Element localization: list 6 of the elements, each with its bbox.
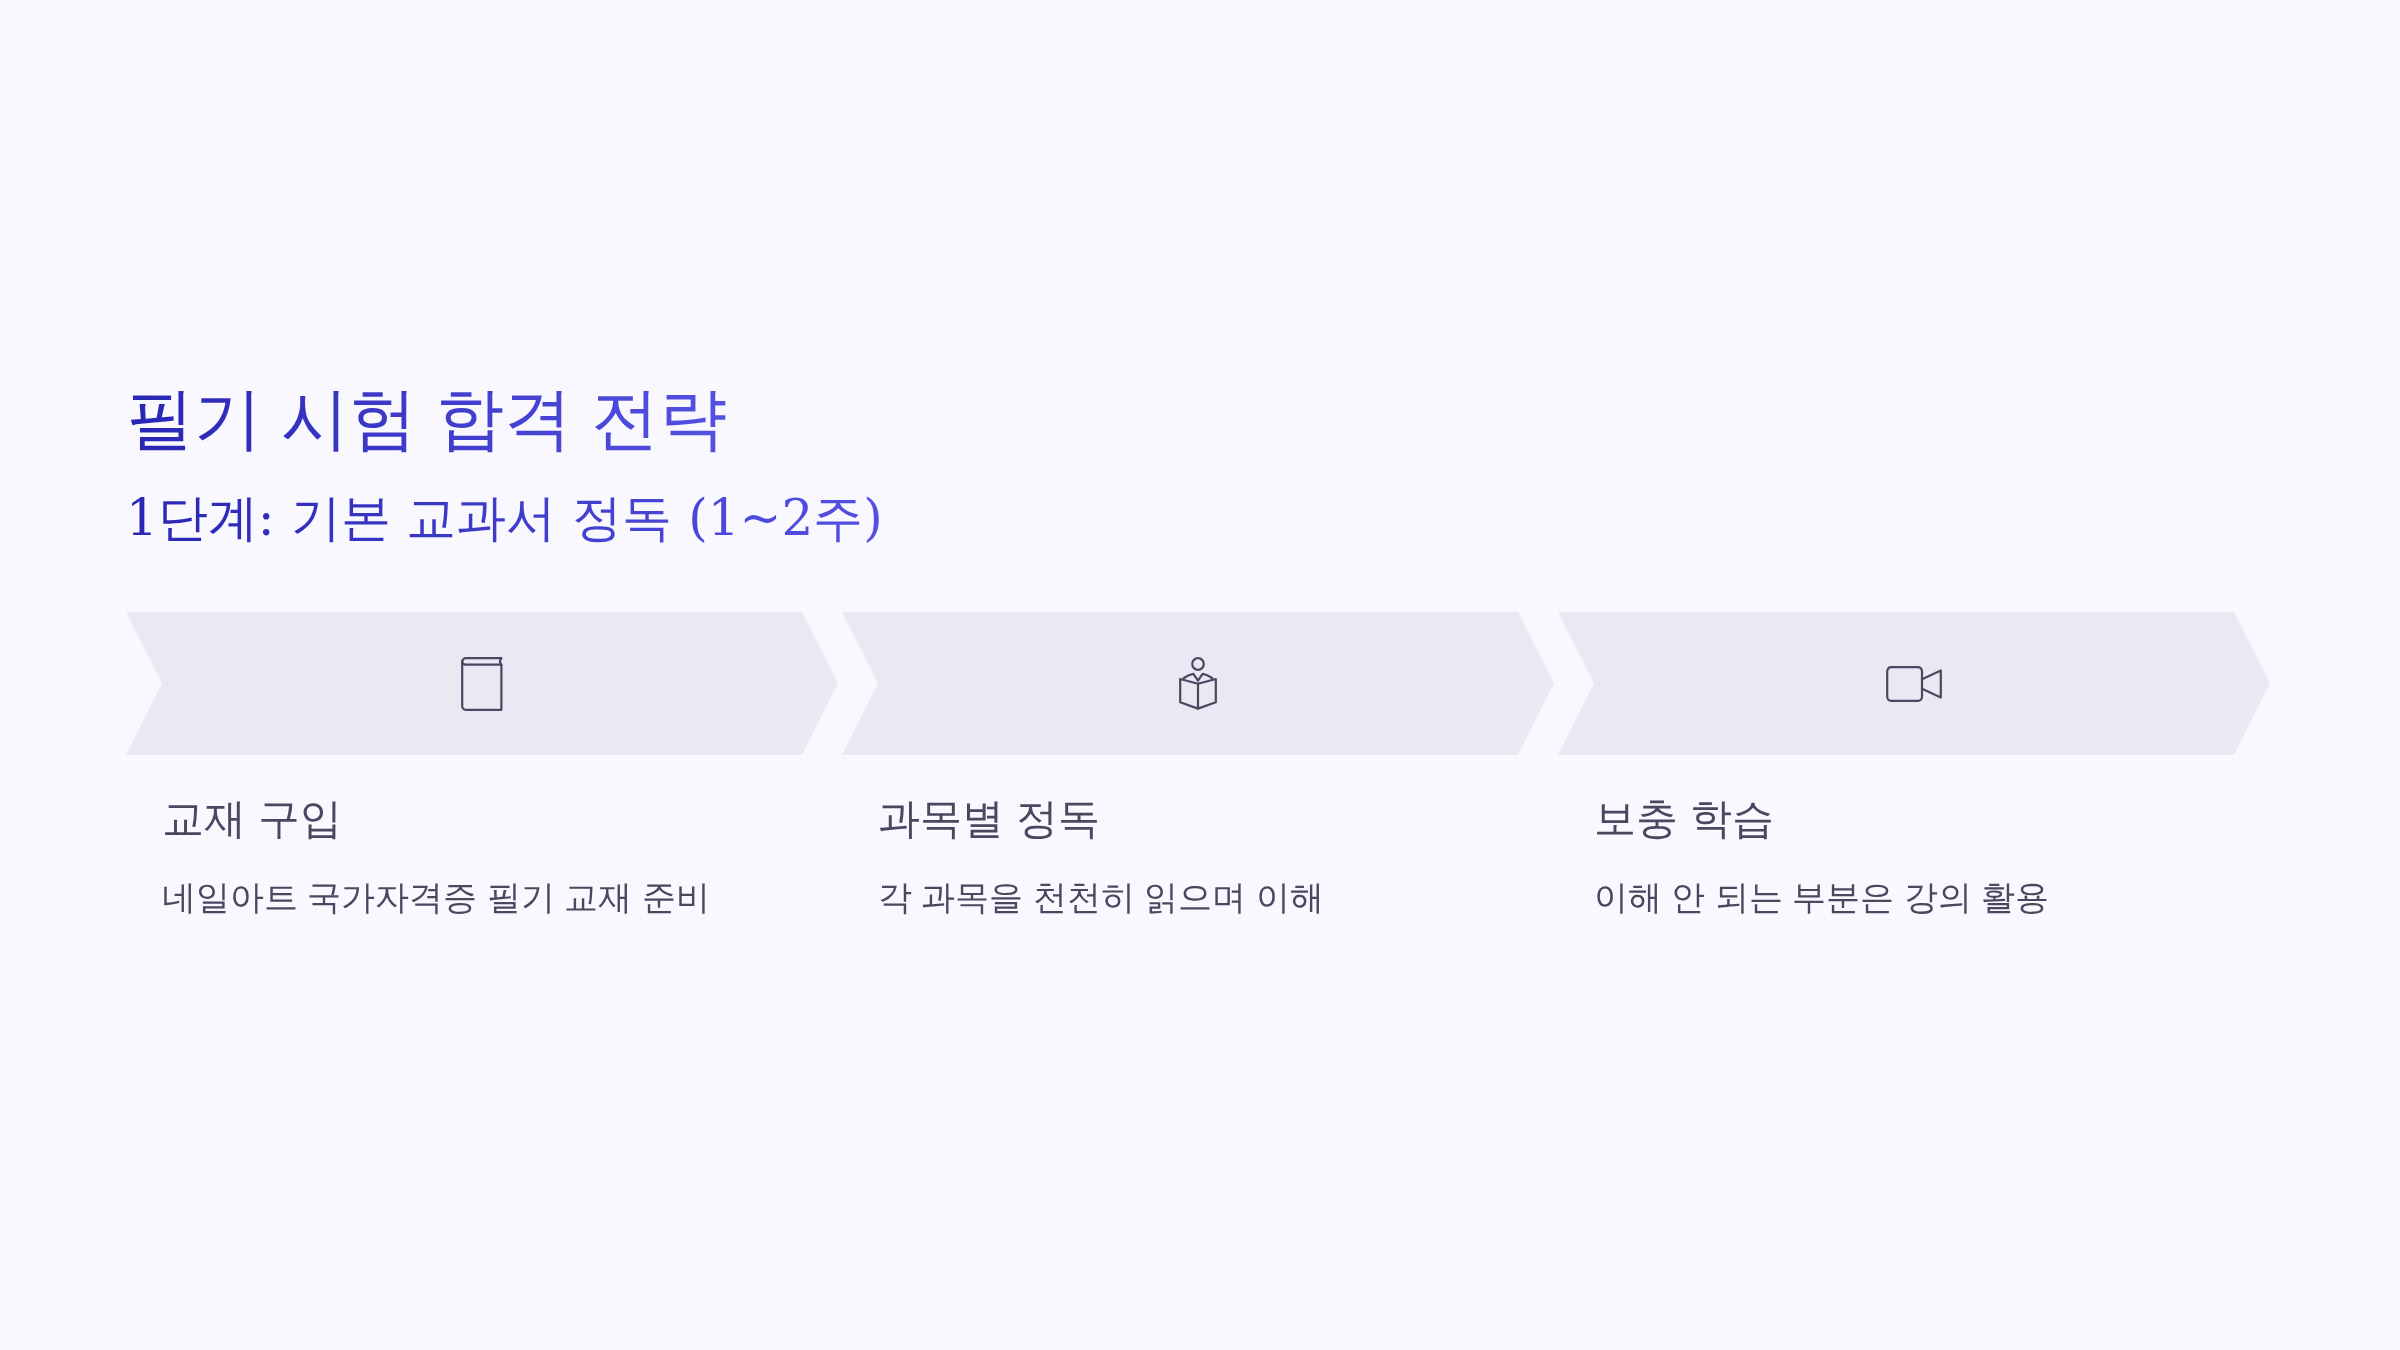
step-description: 이해 안 되는 부분은 강의 활용 (1594, 877, 2050, 918)
step-heading: 보충 학습 (1594, 794, 1774, 844)
step-description: 각 과목을 천천히 읽으며 이해 (878, 877, 1324, 918)
step-heading: 과목별 정독 (878, 794, 1100, 844)
step-heading: 교재 구입 (162, 794, 342, 844)
step-description: 네일아트 국가자격증 필기 교재 준비 (162, 877, 710, 918)
